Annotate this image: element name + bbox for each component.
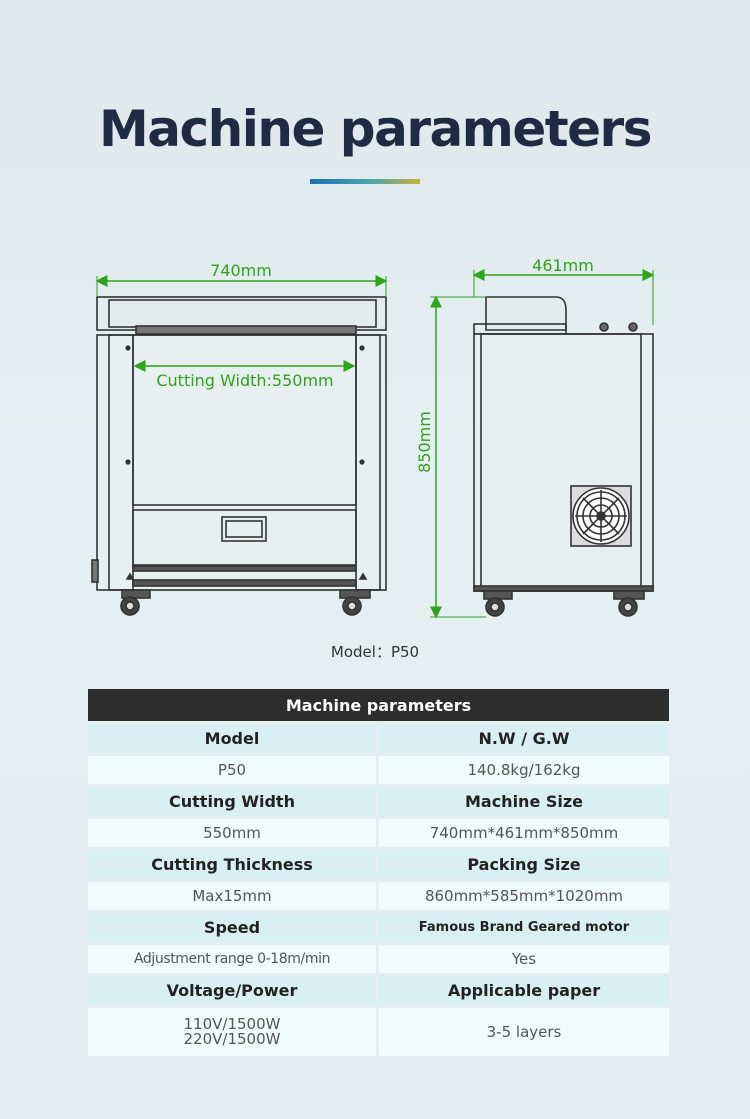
page-title: Machine parameters [99,100,652,158]
value-line: 220V/1500W [183,1030,281,1048]
machine-drawing: 740mm Cutting Width:550mm [91,256,655,619]
front-dimensions: 740mm Cutting Width:550mm [95,261,388,390]
table-row: Model N.W / G.W [88,724,669,753]
table-row: Voltage/Power Applicable paper [88,976,669,1005]
table-row: 550mm 740mm*461mm*850mm [88,819,669,847]
value-line: 110V/1500W [183,1015,281,1033]
height-dimension-label: 850mm [415,411,434,473]
value-cell: 3-5 layers [379,1008,669,1056]
value-cell: 860mm*585mm*1020mm [379,882,669,910]
front-view [91,296,387,616]
side-view [473,296,654,617]
label-cell: Cutting Width [88,787,376,816]
fan-icon [570,485,632,547]
depth-dimension-label: 461mm [532,256,594,275]
title-underline [310,179,420,184]
label-cell: Cutting Thickness [88,850,376,879]
table-row: Cutting Thickness Packing Size [88,850,669,879]
table-row: Speed Famous Brand Geared motor [88,913,669,942]
parameters-table: Machine parameters Model N.W / G.W P50 1… [88,689,669,1056]
value-cell: Yes [379,945,669,973]
label-cell: Model [88,724,376,753]
label-cell: Famous Brand Geared motor [379,913,669,942]
table-row: Cutting Width Machine Size [88,787,669,816]
label-cell: Applicable paper [379,976,669,1005]
table-row: P50 140.8kg/162kg [88,756,669,784]
table-header: Machine parameters [88,689,669,721]
value-cell: P50 [88,756,376,784]
value-cell: 110V/1500W 220V/1500W [88,1008,376,1056]
value-cell: Max15mm [88,882,376,910]
table-row: Max15mm 860mm*585mm*1020mm [88,882,669,910]
side-dimensions: 461mm 850mm [415,256,655,619]
table-row: 110V/1500W 220V/1500W 3-5 layers [88,1008,669,1056]
model-caption: Model：P50 [330,643,420,661]
table-row: Adjustment range 0-18m/min Yes [88,945,669,973]
label-cell: Packing Size [379,850,669,879]
label-cell: Machine Size [379,787,669,816]
label-cell: Voltage/Power [88,976,376,1005]
value-cell: 740mm*461mm*850mm [379,819,669,847]
cutting-width-label: Cutting Width:550mm [156,371,333,390]
value-cell: 550mm [88,819,376,847]
value-cell: 140.8kg/162kg [379,756,669,784]
label-cell: N.W / G.W [379,724,669,753]
width-dimension-label: 740mm [210,261,272,280]
value-cell: Adjustment range 0-18m/min [88,945,376,973]
label-cell: Speed [88,913,376,942]
